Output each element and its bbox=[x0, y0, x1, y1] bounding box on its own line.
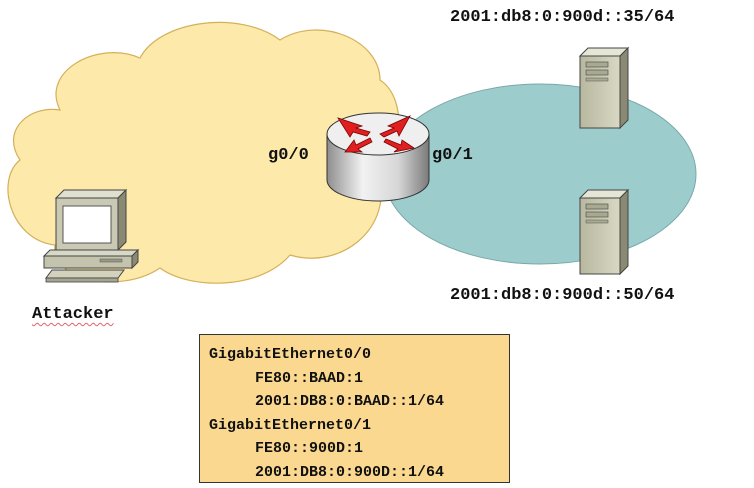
config-line: GigabitEthernet0/0 bbox=[209, 346, 372, 363]
router-arrows bbox=[337, 115, 416, 153]
interface-config-box: GigabitEthernet0/0 FE80::BAAD:1 2001:DB8… bbox=[199, 334, 510, 483]
server-bottom-address: 2001:db8:0:900d::50/64 bbox=[450, 286, 675, 305]
server-tower-icon[interactable] bbox=[578, 188, 630, 276]
config-line: GigabitEthernet0/1 bbox=[209, 416, 372, 434]
config-line: 2001:DB8:0:900D::1/64 bbox=[255, 463, 445, 481]
config-line: FE80::900D:1 bbox=[255, 440, 364, 457]
router-icon[interactable] bbox=[326, 112, 430, 202]
config-line: 2001:DB8:0:BAAD::1/64 bbox=[255, 393, 445, 410]
server-tower-icon[interactable] bbox=[578, 46, 630, 130]
config-line: FE80::BAAD:1 bbox=[255, 369, 364, 387]
interface-label-g0-1: g0/1 bbox=[432, 146, 473, 165]
interface-label-g0-0: g0/0 bbox=[268, 146, 309, 165]
lan-segment bbox=[383, 83, 697, 265]
desktop-computer-icon[interactable] bbox=[42, 188, 140, 283]
server-top-address: 2001:db8:0:900d::35/64 bbox=[450, 8, 675, 27]
attacker-label: Attacker bbox=[32, 305, 114, 324]
